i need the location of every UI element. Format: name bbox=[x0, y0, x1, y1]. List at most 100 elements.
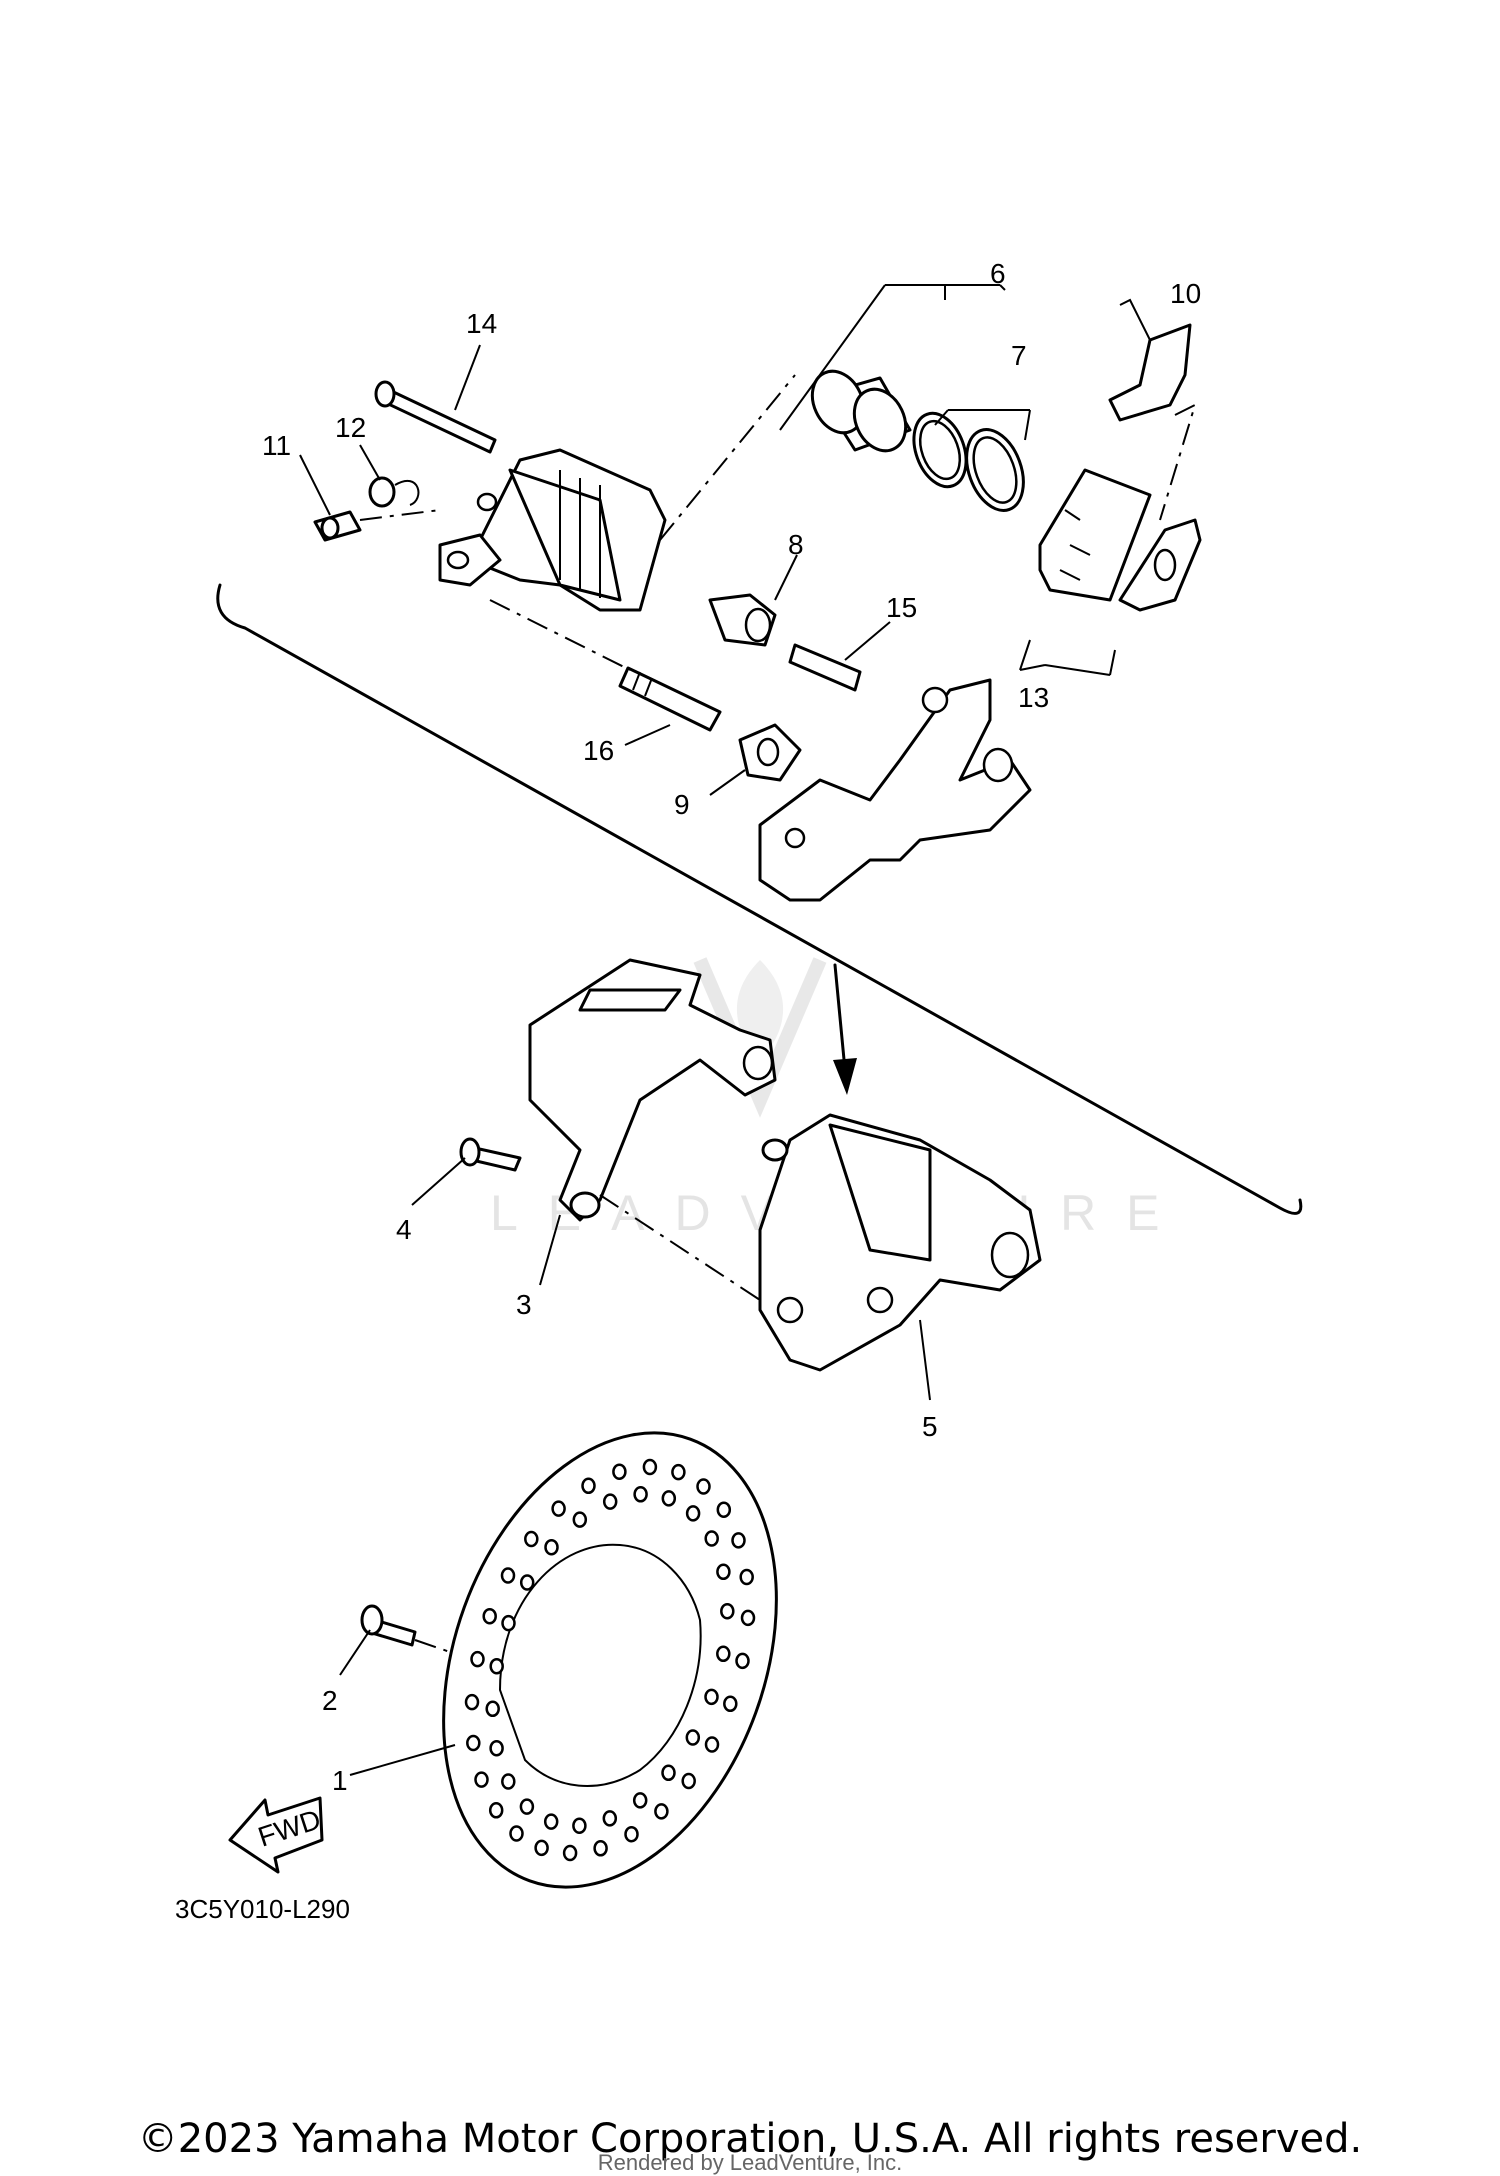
disc-vent-hole bbox=[720, 1602, 735, 1620]
caliper-body-exploded bbox=[438, 448, 667, 612]
callout-5: 5 bbox=[922, 1411, 938, 1442]
disc-vent-hole bbox=[716, 1645, 731, 1663]
assembly-line bbox=[359, 509, 441, 521]
disc-vent-hole bbox=[543, 1813, 559, 1830]
boot-8 bbox=[708, 593, 777, 647]
piston-seal-7 bbox=[912, 411, 1025, 512]
brake-pad-13 bbox=[1038, 468, 1202, 612]
disc-vent-hole bbox=[681, 1772, 696, 1790]
callout-10: 10 bbox=[1170, 278, 1201, 309]
callout-11: 11 bbox=[262, 430, 291, 461]
callout-13: 13 bbox=[1018, 682, 1049, 713]
disc-vent-hole bbox=[642, 1458, 658, 1476]
callout-8: 8 bbox=[788, 529, 804, 560]
disc-vent-hole bbox=[488, 1802, 504, 1819]
disc-vent-hole bbox=[739, 1568, 754, 1586]
disc-vent-hole bbox=[581, 1477, 596, 1495]
fwd-arrow-icon: FWD bbox=[228, 1796, 324, 1874]
disc-vent-hole bbox=[685, 1729, 701, 1746]
bolt-4 bbox=[459, 1137, 522, 1172]
disc-vent-hole bbox=[501, 1773, 516, 1790]
assembly-line bbox=[1159, 403, 1197, 521]
callout-4: 4 bbox=[396, 1214, 412, 1245]
disc-vent-hole bbox=[544, 1538, 559, 1556]
disc-vent-hole bbox=[519, 1574, 535, 1591]
disc-vent-hole bbox=[489, 1657, 504, 1675]
bleed-cap-12 bbox=[368, 476, 420, 508]
disc-vent-hole bbox=[509, 1825, 524, 1842]
brake-disc-1 bbox=[442, 1431, 778, 1889]
disc-vent-hole bbox=[723, 1695, 738, 1713]
disc-vent-hole bbox=[704, 1530, 719, 1547]
disc-vent-hole bbox=[654, 1803, 669, 1820]
callout-12: 12 bbox=[335, 412, 366, 443]
callout-14: 14 bbox=[466, 308, 497, 339]
disc-vent-hole bbox=[685, 1505, 701, 1522]
disc-vent-hole bbox=[671, 1463, 686, 1481]
rendered-by-note: Rendered by LeadVenture, Inc. bbox=[597, 2150, 903, 2175]
assembly-line bbox=[659, 374, 796, 541]
callout-15: 15 bbox=[886, 592, 917, 623]
caliper-bracket-upper bbox=[758, 678, 1032, 902]
callout-6: 6 bbox=[990, 258, 1006, 289]
disc-vent-hole bbox=[485, 1700, 500, 1718]
callout-9: 9 bbox=[674, 789, 690, 820]
disc-vent-hole bbox=[716, 1501, 732, 1518]
disc-vent-hole bbox=[602, 1493, 618, 1510]
bleed-screw-11 bbox=[313, 510, 362, 542]
disc-vent-hole bbox=[562, 1844, 578, 1862]
disc-vent-hole bbox=[633, 1486, 648, 1503]
pin-16 bbox=[618, 666, 722, 732]
disc-vent-hole bbox=[661, 1490, 677, 1507]
assembly-arrow-icon bbox=[833, 963, 857, 1095]
callout-1: 1 bbox=[332, 1765, 348, 1796]
disc-vent-hole bbox=[501, 1614, 516, 1632]
copyright-notice: ©2023 Yamaha Motor Corporation, U.S.A. A… bbox=[137, 2116, 1363, 2162]
disc-vent-hole bbox=[735, 1652, 750, 1670]
bolt-15 bbox=[788, 643, 862, 692]
disc-vent-hole bbox=[704, 1688, 719, 1706]
assembly-bracket-line bbox=[216, 583, 1303, 1215]
callout-leaders bbox=[299, 284, 1151, 1776]
disc-vent-hole bbox=[632, 1792, 648, 1809]
disc-vent-hole bbox=[500, 1567, 516, 1584]
disc-vent-hole bbox=[716, 1563, 731, 1581]
disc-vent-hole bbox=[466, 1734, 481, 1752]
disc-vent-hole bbox=[572, 1817, 587, 1834]
disc-vent-hole bbox=[704, 1736, 720, 1753]
disc-vent-hole bbox=[482, 1607, 497, 1625]
disc-vent-hole bbox=[612, 1463, 627, 1480]
assembly-line bbox=[599, 1194, 761, 1301]
disc-vent-hole bbox=[572, 1511, 588, 1528]
disc-vent-hole bbox=[696, 1478, 711, 1495]
boot-9 bbox=[738, 723, 802, 782]
diagram-code: 3C5Y010-L290 bbox=[175, 1894, 350, 1924]
pad-pin-14 bbox=[374, 380, 497, 454]
disc-vent-hole bbox=[731, 1532, 746, 1549]
piston-part-6 bbox=[810, 369, 912, 453]
disc-vent-hole bbox=[624, 1825, 639, 1843]
callout-2: 2 bbox=[322, 1685, 338, 1716]
disc-vent-hole bbox=[661, 1764, 676, 1782]
disc-vent-hole bbox=[474, 1771, 489, 1788]
disc-vent-hole bbox=[602, 1810, 618, 1827]
assembly-line bbox=[414, 1639, 451, 1653]
disc-vent-hole bbox=[524, 1530, 539, 1548]
callout-7: 7 bbox=[1011, 340, 1027, 371]
callout-labels: 1 2 3 4 5 6 7 8 9 10 11 12 13 14 15 16 bbox=[262, 258, 1201, 1796]
disc-vent-hole bbox=[519, 1798, 535, 1815]
disc-vent-hole bbox=[551, 1500, 566, 1517]
callout-16: 16 bbox=[583, 735, 614, 766]
disc-vent-hole bbox=[489, 1739, 504, 1757]
disc-vent-hole bbox=[534, 1839, 549, 1857]
disc-vent-hole bbox=[593, 1840, 608, 1857]
caliper-assembly-5 bbox=[758, 1113, 1042, 1372]
assembly-line bbox=[489, 599, 631, 671]
caliper-bracket-3 bbox=[528, 958, 777, 1222]
disc-vent-hole bbox=[470, 1650, 485, 1668]
callout-3: 3 bbox=[516, 1289, 532, 1320]
pad-spring-10 bbox=[1108, 323, 1192, 422]
bolt-2 bbox=[360, 1604, 417, 1647]
disc-vent-hole bbox=[464, 1693, 480, 1711]
